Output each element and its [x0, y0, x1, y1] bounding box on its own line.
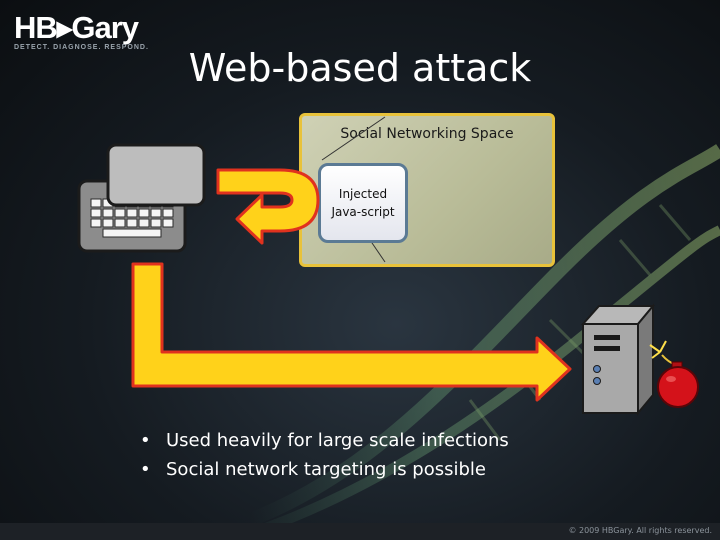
computer-icon	[77, 143, 206, 253]
server-icon	[580, 303, 656, 416]
copyright-text: © 2009 HBGary. All rights reserved.	[568, 526, 712, 535]
bullet-text: Social network targeting is possible	[166, 459, 486, 480]
bullet-text: Used heavily for large scale infections	[166, 430, 509, 451]
bomb-icon	[649, 340, 699, 408]
logo-name: HB▸Gary	[14, 10, 139, 45]
infection-arrow-icon	[131, 262, 572, 402]
logo-tagline: DETECT. DIAGNOSE. RESPOND.	[14, 44, 149, 51]
bullet-list: •Used heavily for large scale infections…	[140, 426, 509, 484]
bullet-item: •Social network targeting is possible	[140, 459, 486, 480]
injected-javascript-label: Injected Java-script	[331, 187, 395, 219]
injected-javascript-box: Injected Java-script	[318, 163, 408, 243]
company-logo: HB▸Gary DETECT. DIAGNOSE. RESPOND.	[14, 10, 149, 52]
footer-bar: © 2009 HBGary. All rights reserved.	[0, 523, 720, 540]
bullet-item: •Used heavily for large scale infections	[140, 430, 509, 451]
slide-title: Web-based attack	[188, 46, 532, 90]
uturn-arrow-icon	[216, 168, 320, 245]
social-networking-space-label: Social Networking Space	[340, 126, 514, 142]
